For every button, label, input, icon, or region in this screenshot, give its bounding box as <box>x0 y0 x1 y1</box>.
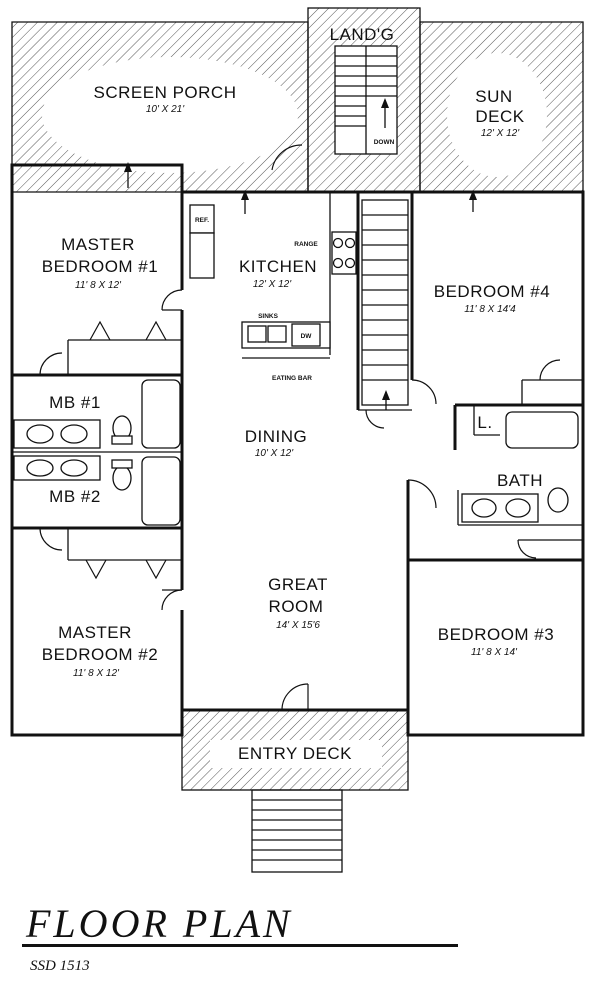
eating-bar-label: EATING BAR <box>272 375 312 382</box>
bedroom-4-dim: 11' 8 X 14'4 <box>464 304 516 315</box>
sun-deck-area <box>419 21 584 193</box>
landing-stairs <box>334 45 398 155</box>
doors <box>39 144 561 711</box>
title-underline <box>22 944 458 947</box>
dining-label: DINING <box>245 427 308 446</box>
dw-label: DW <box>301 333 313 340</box>
walls <box>10 163 585 737</box>
floor-plan-drawing: LAND'G SCREEN PORCH 10' X 21' SUN DECK 1… <box>10 7 585 873</box>
master-bedroom-1-label-2: BEDROOM #1 <box>42 257 158 276</box>
great-room-dim: 14' X 15'6 <box>276 620 320 631</box>
down-label: DOWN <box>374 139 395 146</box>
sun-deck-label-1: SUN <box>475 87 512 106</box>
plan-title: FLOOR PLAN <box>26 901 293 946</box>
great-room-label-2: ROOM <box>269 597 324 616</box>
master-bedroom-2-dim: 11' 8 X 12' <box>73 668 120 679</box>
screen-porch-dim: 10' X 21' <box>146 104 185 115</box>
great-room-label-1: GREAT <box>268 575 328 594</box>
bedroom-3-label: BEDROOM #3 <box>438 625 554 644</box>
sun-deck-dim: 12' X 12' <box>481 128 520 139</box>
landing-area <box>307 7 421 193</box>
kitchen-label: KITCHEN <box>239 257 317 276</box>
kitchen-fixtures <box>189 204 357 359</box>
direction-arrows <box>124 98 477 410</box>
bedroom-3-dim: 11' 8 X 14' <box>471 647 518 658</box>
master-bedroom-1-label-1: MASTER <box>61 235 135 254</box>
sun-deck-label-2: DECK <box>475 107 524 126</box>
entry-stairs <box>251 789 343 873</box>
master-bedroom-2-label-2: BEDROOM #2 <box>42 645 158 664</box>
kitchen-dim: 12' X 12' <box>253 279 292 290</box>
mb1-label: MB #1 <box>49 393 101 412</box>
bath-fixtures <box>13 379 579 526</box>
mb2-label: MB #2 <box>49 487 101 506</box>
landing-label: LAND'G <box>330 25 395 44</box>
screen-porch-label: SCREEN PORCH <box>94 83 237 102</box>
ref-label: REF. <box>195 217 209 224</box>
screen-porch-area <box>11 21 309 193</box>
master-bedroom-1-dim: 11' 8 X 12' <box>75 280 122 291</box>
entry-deck-label: ENTRY DECK <box>238 744 352 763</box>
dining-dim: 10' X 12' <box>255 448 294 459</box>
bath-label: BATH <box>497 471 543 490</box>
entry-deck-area <box>181 709 409 791</box>
laundry-label: L. <box>477 413 492 432</box>
interior-stairs <box>361 199 409 406</box>
plan-code: SSD 1513 <box>30 958 90 974</box>
master-bedroom-2-label-1: MASTER <box>58 623 132 642</box>
bedroom-4-label: BEDROOM #4 <box>434 282 550 301</box>
range-label: RANGE <box>294 241 318 248</box>
sinks-label: SINKS <box>258 313 279 320</box>
